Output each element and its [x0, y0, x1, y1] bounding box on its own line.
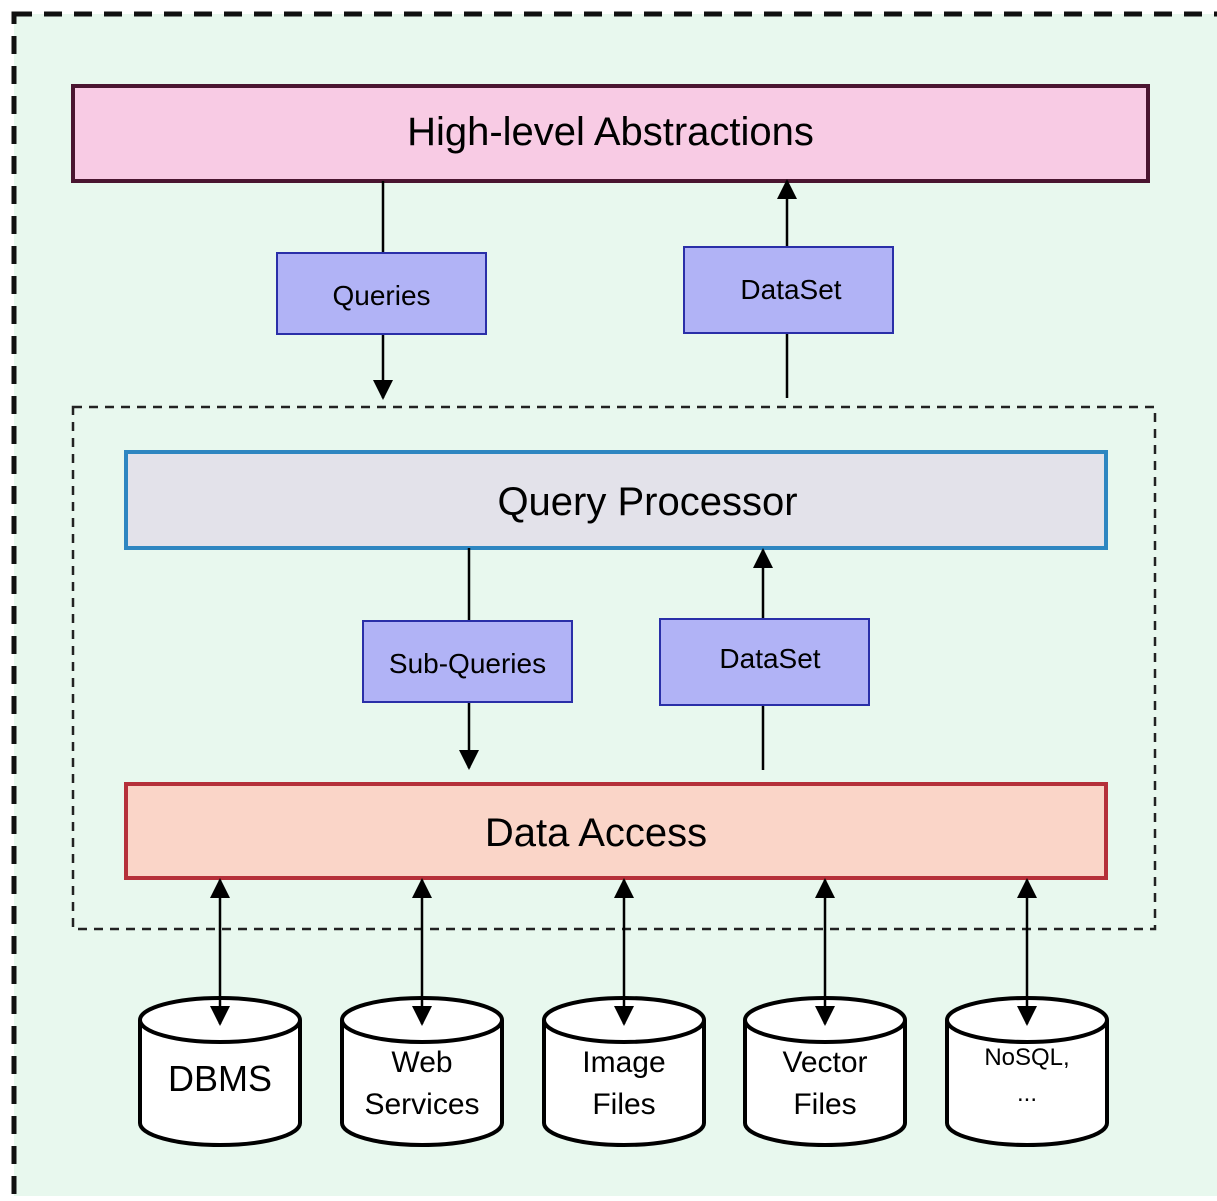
- data-source-label: NoSQL,...: [947, 1040, 1107, 1112]
- data-sources: [138, 878, 1109, 1147]
- data-source-label-line: Services: [364, 1088, 480, 1121]
- data-source-label-line: ...: [1016, 1080, 1037, 1107]
- dataset-bottom-message-box: [659, 618, 870, 706]
- data-source-label-line: Image: [582, 1046, 666, 1079]
- query-processor-box: [124, 450, 1108, 550]
- data-source-cylinder: [138, 996, 302, 1147]
- dataset-bottom-label: DataSet: [719, 643, 821, 674]
- sub-queries-label: Sub-Queries: [388, 648, 547, 679]
- data-source-label-line: Vector: [782, 1046, 868, 1079]
- data-access-box: [124, 782, 1108, 880]
- data-source-cylinder: [743, 996, 907, 1147]
- queries-label: Queries: [332, 280, 431, 311]
- data-access-label: Data Access: [484, 811, 708, 855]
- abstractions-label: High-level Abstractions: [407, 110, 814, 154]
- data-source-label-line: DBMS: [167, 1058, 272, 1099]
- data-source-label-line: Web: [391, 1046, 453, 1079]
- sub-queries-message-box: [362, 620, 573, 703]
- data-source-label-line: Files: [793, 1088, 857, 1121]
- dataset-top-label: DataSet: [740, 274, 842, 305]
- query-processor-label: Query Processor: [497, 480, 798, 524]
- data-source-label: DBMS: [140, 1058, 300, 1100]
- queries-message-box: [276, 252, 487, 335]
- abstractions-box: [71, 84, 1150, 183]
- data-source-label-line: NoSQL,: [984, 1044, 1070, 1071]
- data-source-label-line: Files: [592, 1088, 656, 1121]
- dataset-top-message-box: [683, 246, 894, 334]
